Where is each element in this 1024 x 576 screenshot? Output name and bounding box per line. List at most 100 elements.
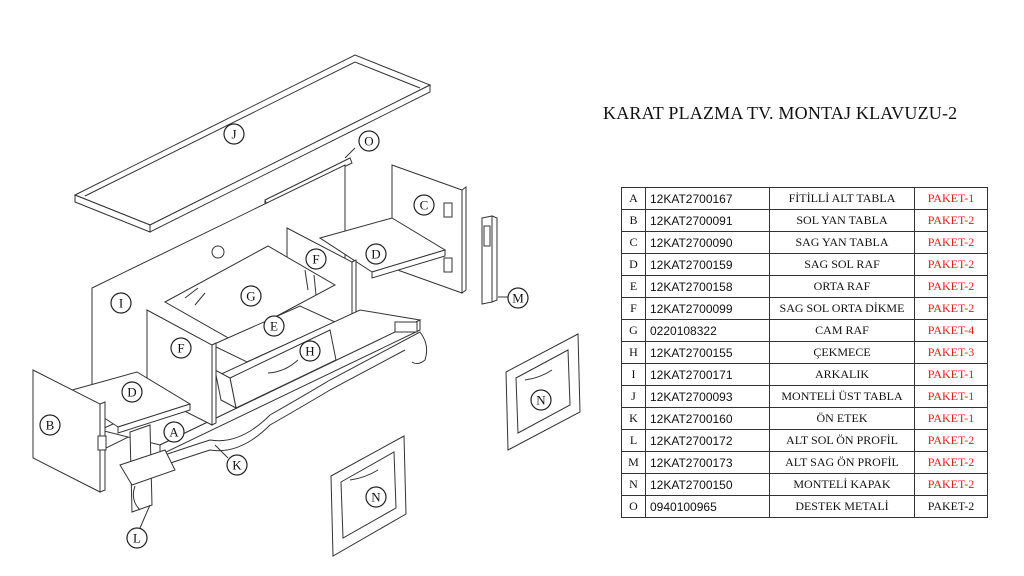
- part-right-front-profile: [481, 215, 498, 305]
- part-code: 12KAT2700093: [645, 385, 770, 408]
- callout-c: C: [413, 194, 435, 216]
- svg-text:G: G: [246, 289, 255, 304]
- part-name: DESTEK METALİ: [769, 495, 915, 518]
- part-left-front-profile: [119, 424, 176, 513]
- callout-j: J: [223, 123, 245, 145]
- callout-f-right: F: [305, 248, 327, 270]
- part-letter: D: [621, 253, 646, 276]
- part-code: 12KAT2700158: [645, 275, 770, 298]
- part-letter: O: [621, 495, 646, 518]
- part-package: PAKET-2: [914, 231, 988, 254]
- callout-f-left: F: [170, 337, 192, 359]
- part-code: 12KAT2700160: [645, 407, 770, 430]
- svg-text:E: E: [270, 319, 278, 334]
- part-name: ARKALIK: [769, 363, 915, 386]
- part-name: ÇEKMECE: [769, 341, 915, 364]
- part-right-shelf: [318, 217, 447, 279]
- part-code: 12KAT2700091: [645, 209, 770, 232]
- part-name: FİTİLLİ ALT TABLA: [769, 187, 915, 210]
- part-code: 0220108322: [645, 319, 770, 342]
- part-name: ALT SAG ÖN PROFİL: [769, 451, 915, 474]
- part-letter: G: [621, 319, 646, 342]
- part-letter: N: [621, 473, 646, 496]
- svg-text:L: L: [133, 531, 141, 546]
- callout-d-left: D: [121, 381, 143, 403]
- part-name: SAG SOL RAF: [769, 253, 915, 276]
- svg-text:O: O: [364, 134, 373, 149]
- callout-a: A: [163, 421, 185, 443]
- part-name: MONTELİ ÜST TABLA: [769, 385, 915, 408]
- page-title: KARAT PLAZMA TV. MONTAJ KLAVUZU-2: [603, 103, 958, 123]
- part-package: PAKET-2: [914, 473, 988, 496]
- part-code: 12KAT2700173: [645, 451, 770, 474]
- part-package: PAKET-1: [914, 385, 988, 408]
- part-package: PAKET-1: [914, 363, 988, 386]
- part-package: PAKET-2: [914, 451, 988, 474]
- exploded-assembly-diagram: J O C D F G I E H F D B A K L M N N: [32, 54, 581, 557]
- part-code: 12KAT2700155: [645, 341, 770, 364]
- svg-text:N: N: [536, 393, 546, 408]
- part-letter: H: [621, 341, 646, 364]
- callout-o: O: [358, 130, 380, 152]
- part-package: PAKET-2: [914, 253, 988, 276]
- svg-text:N: N: [371, 490, 381, 505]
- part-letter: K: [621, 407, 646, 430]
- callout-d-right: D: [365, 243, 387, 265]
- callout-g: G: [240, 285, 262, 307]
- part-code: 12KAT2700167: [645, 187, 770, 210]
- part-code: 12KAT2700099: [645, 297, 770, 320]
- part-code: 12KAT2700150: [645, 473, 770, 496]
- part-letter: E: [621, 275, 646, 298]
- part-package: PAKET-2: [914, 495, 988, 518]
- part-name: MONTELİ KAPAK: [769, 473, 915, 496]
- callout-m: M: [507, 287, 529, 309]
- part-letter: I: [621, 363, 646, 386]
- part-package: PAKET-3: [914, 341, 988, 364]
- part-package: PAKET-2: [914, 275, 988, 298]
- part-letter: B: [621, 209, 646, 232]
- part-top-board: [73, 54, 432, 233]
- svg-text:D: D: [127, 385, 136, 400]
- svg-text:A: A: [169, 425, 179, 440]
- part-package: PAKET-2: [914, 297, 988, 320]
- part-package: PAKET-2: [914, 429, 988, 452]
- part-letter: F: [621, 297, 646, 320]
- svg-text:F: F: [177, 341, 184, 356]
- part-letter: C: [621, 231, 646, 254]
- part-letter: J: [621, 385, 646, 408]
- callout-i: I: [110, 292, 132, 314]
- svg-text:K: K: [232, 458, 242, 473]
- part-name: ALT SOL ÖN PROFİL: [769, 429, 915, 452]
- svg-text:F: F: [312, 252, 319, 267]
- part-code: 12KAT2700090: [645, 231, 770, 254]
- callout-k: K: [226, 454, 248, 476]
- part-letter: M: [621, 451, 646, 474]
- part-code: 0940100965: [645, 495, 770, 518]
- svg-text:D: D: [371, 247, 380, 262]
- part-code: 12KAT2700172: [645, 429, 770, 452]
- part-name: SOL YAN TABLA: [769, 209, 915, 232]
- callout-n-right: N: [530, 389, 552, 411]
- diagram-callouts: J O C D F G I E H F D B A K L M N N: [39, 123, 552, 549]
- callout-e: E: [263, 315, 285, 337]
- callout-n-left: N: [365, 486, 387, 508]
- part-name: CAM RAF: [769, 319, 915, 342]
- svg-text:C: C: [420, 198, 429, 213]
- part-letter: A: [621, 187, 646, 210]
- callout-h: H: [299, 340, 321, 362]
- part-code: 12KAT2700159: [645, 253, 770, 276]
- part-code: 12KAT2700171: [645, 363, 770, 386]
